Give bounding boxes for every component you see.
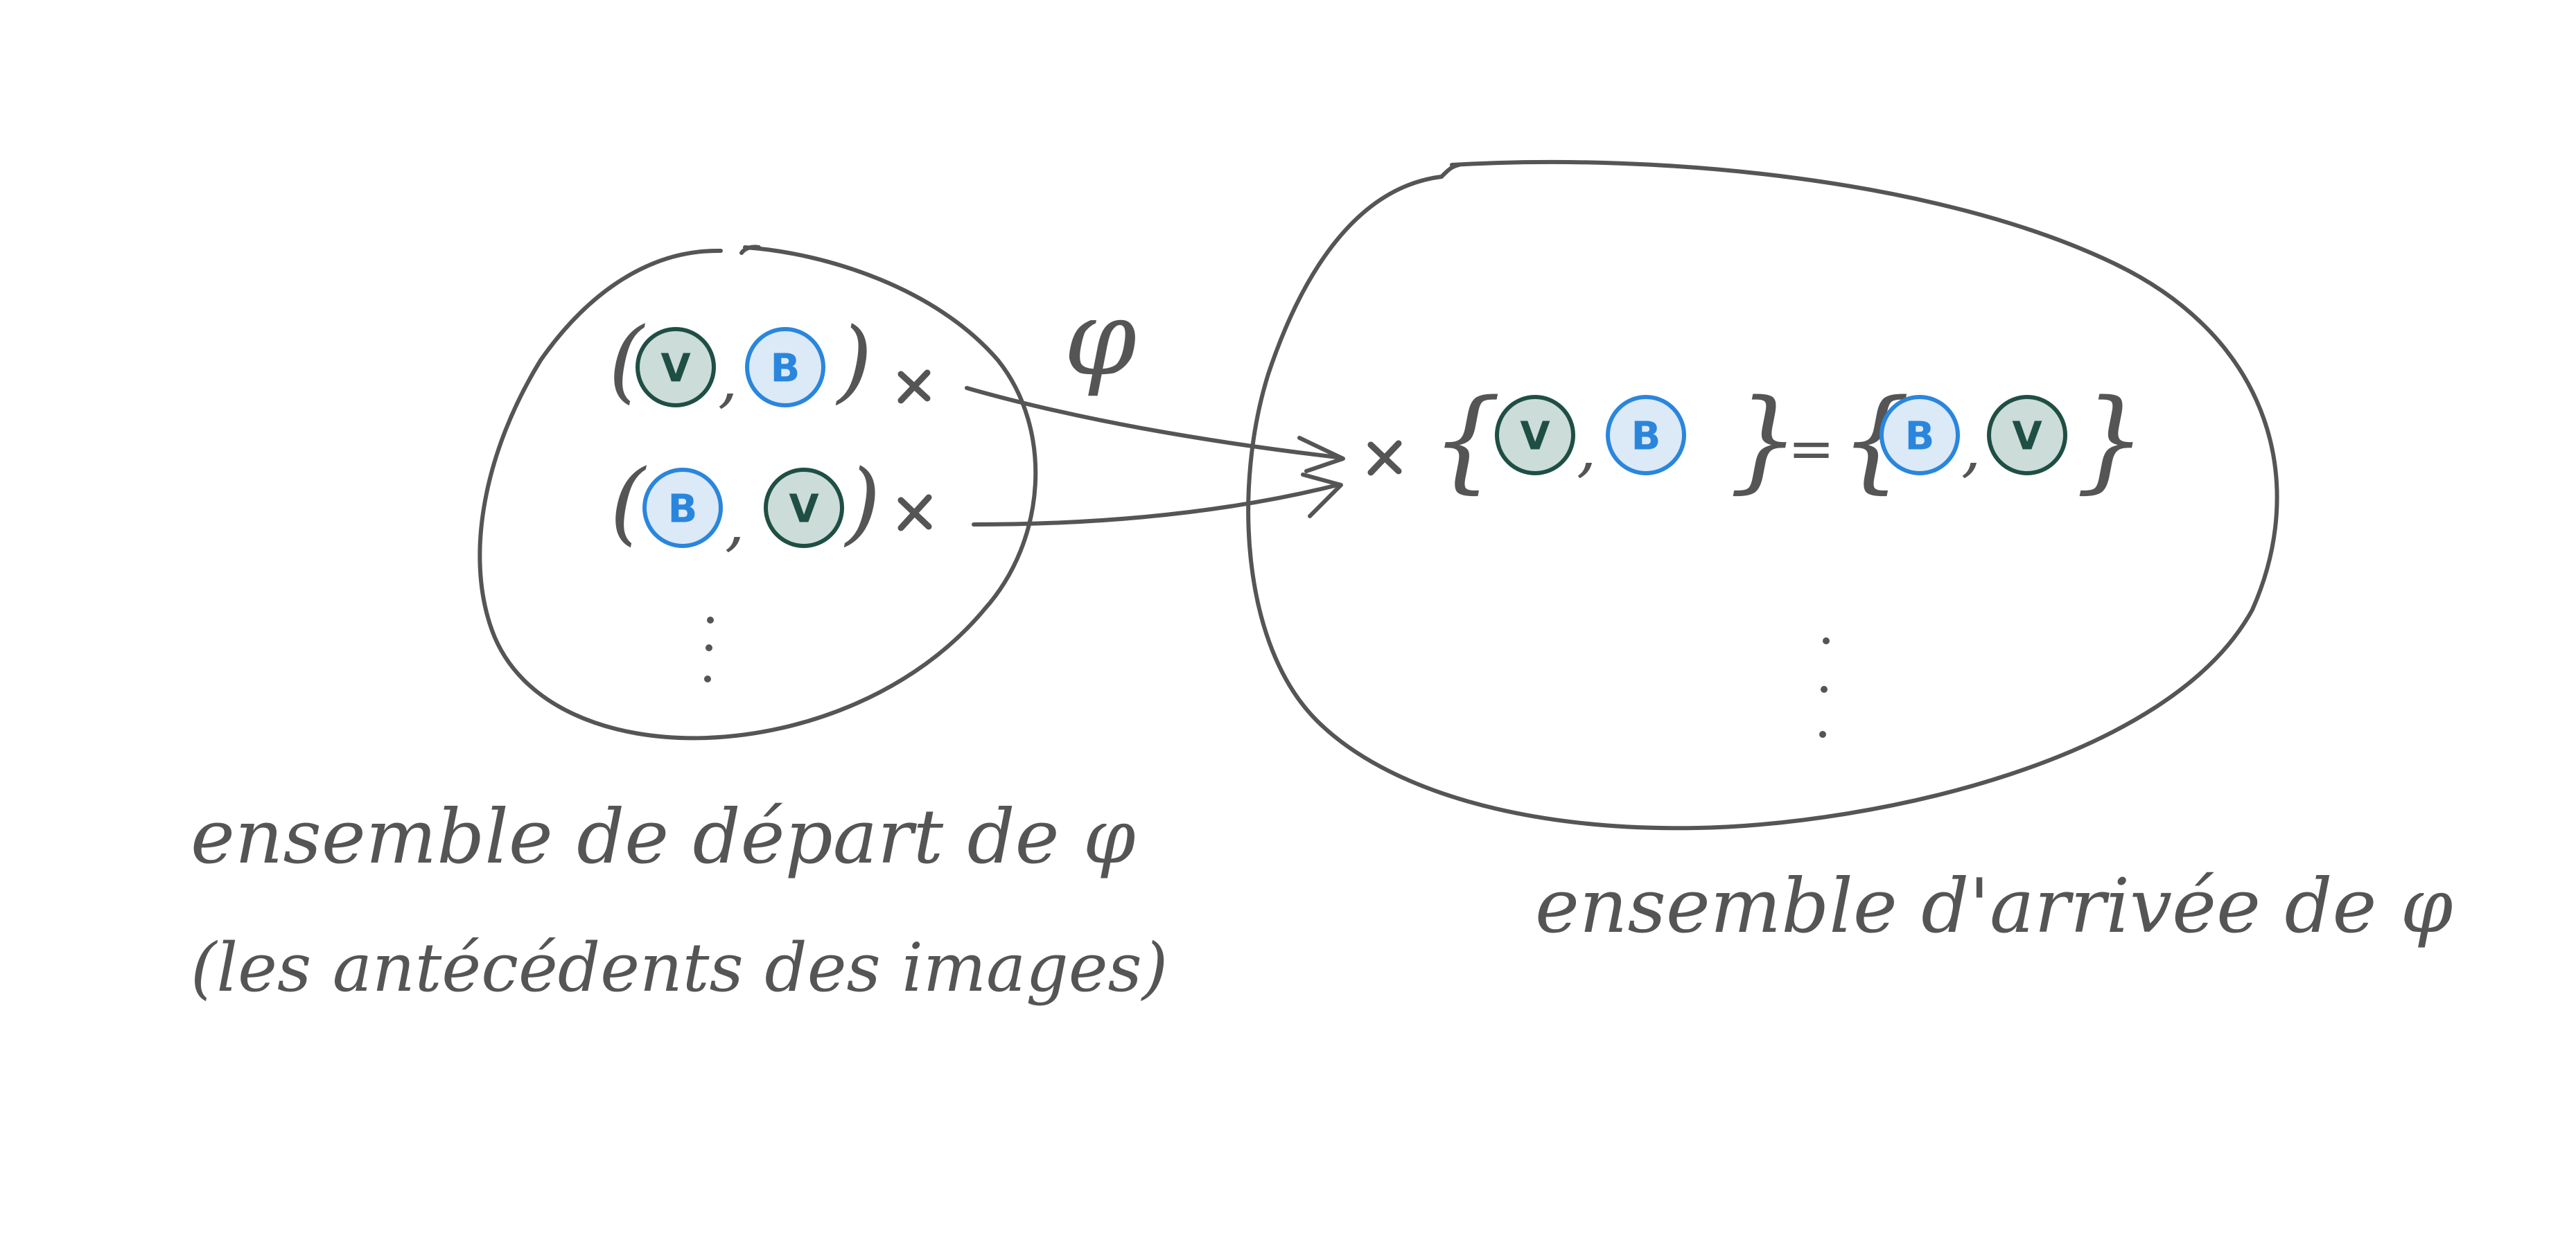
svg-text:B: B <box>1631 414 1661 459</box>
comma: , <box>1577 412 1597 485</box>
domain-label: ensemble de départ de φ <box>191 794 1136 881</box>
domain-element-1: ( V , B ) <box>608 308 931 416</box>
codomain-label: ensemble d'arrivée de φ <box>1535 863 2453 950</box>
svg-text:B: B <box>1905 414 1935 459</box>
domain-set-outline-tail <box>739 245 761 255</box>
map-symbol: φ <box>1064 279 1137 399</box>
chip-b: B <box>1606 395 1686 475</box>
domain-note: (les antécédents des images) <box>191 929 1168 1007</box>
mapping-arrow-1 <box>965 386 1340 459</box>
cross-mark <box>897 369 931 404</box>
close-brace: } <box>2076 375 2146 504</box>
close-paren: ) <box>835 308 873 413</box>
chip-b: B <box>1880 395 1960 475</box>
close-brace: } <box>1729 375 1800 504</box>
codomain-set-outline-tail <box>1439 163 1461 179</box>
cross-mark <box>897 494 932 531</box>
domain-element-2: ( B , V ) <box>610 450 932 559</box>
comma: , <box>1961 412 1981 485</box>
svg-text:V: V <box>789 487 819 532</box>
svg-text:B: B <box>771 346 800 391</box>
close-paren: ) <box>843 450 881 555</box>
equals-sign: = <box>1788 416 1834 481</box>
comma: , <box>725 486 745 559</box>
svg-text:V: V <box>1520 414 1550 459</box>
open-paren: ( <box>610 450 647 555</box>
cross-mark <box>1367 440 1402 476</box>
chip-v: V <box>636 327 716 407</box>
image-set-1: { V , B } <box>1431 375 1800 504</box>
codomain-set-outline <box>1246 159 2279 831</box>
arrowhead <box>1297 436 1345 518</box>
codomain-ellipsis <box>1819 637 1830 738</box>
chip-b: B <box>642 468 723 548</box>
svg-text:V: V <box>2012 414 2042 459</box>
domain-set-outline <box>477 245 1038 741</box>
svg-text:V: V <box>660 346 691 391</box>
mapping-arrow-2 <box>972 483 1340 527</box>
chip-v: V <box>1987 395 2067 475</box>
chip-b: B <box>745 327 825 407</box>
image-set-2: { B , V } <box>1840 375 2146 504</box>
chip-v: V <box>764 468 844 548</box>
domain-ellipsis <box>704 617 714 682</box>
comma: , <box>718 343 738 416</box>
chip-v: V <box>1495 395 1575 475</box>
svg-text:B: B <box>668 487 698 532</box>
open-brace: { <box>1431 375 1502 504</box>
